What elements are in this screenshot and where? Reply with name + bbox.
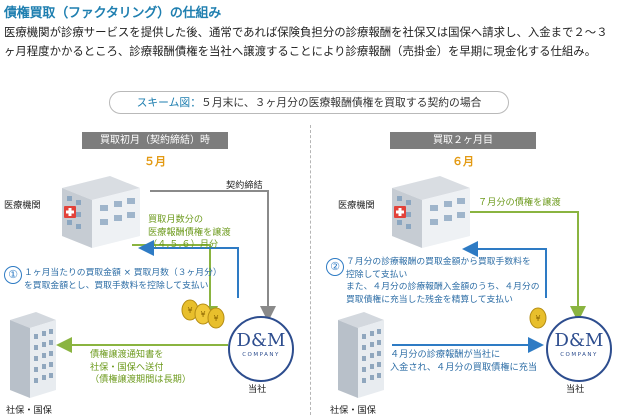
- right-transfer-note: ７月分の債権を譲渡: [478, 197, 561, 208]
- left-hospital-building: [62, 176, 140, 248]
- right-company-label: 当社: [566, 384, 585, 395]
- right-hospital-building: [392, 176, 470, 248]
- right-transfer-arrow: [470, 211, 586, 322]
- left-transfer-note: 買取月数分の 医療報酬債権を譲渡 （４,５,６）月分: [148, 214, 231, 250]
- scheme-text: ５月末に、３ヶ月分の医療報酬債権を買取する契約の場合: [201, 96, 482, 109]
- scheme-label: スキーム図：: [136, 96, 202, 109]
- svg-text:¥: ¥: [200, 310, 205, 319]
- svg-text:¥: ¥: [187, 306, 192, 315]
- page-title: 債権買取（ファクタリング）の仕組み: [4, 6, 222, 21]
- left-contract-arrow: [150, 190, 276, 322]
- right-hospital-label: 医療機関: [338, 200, 375, 211]
- svg-text:¥: ¥: [535, 314, 540, 323]
- left-step-number: ①: [4, 266, 22, 284]
- description: 医療機関が診療サービスを提供した後、通常であれば保険負担分の診療報酬を社保又は国…: [4, 25, 608, 58]
- left-step-note: １ヶ月当たりの買取金額 × 買取月数（３ヶ月分） を買取金額とし、買取手数料を控…: [24, 268, 222, 291]
- phase-divider: [310, 125, 311, 415]
- right-payment-arrow: [462, 241, 547, 298]
- right-step-number: ②: [326, 258, 344, 276]
- logo-mark: D&M: [236, 330, 286, 351]
- left-notice-note: 債権譲渡通知書を 社保・国保へ送付 （債権譲渡期間は長期）: [90, 349, 192, 385]
- left-payment-arrow: [138, 240, 239, 298]
- svg-text:¥: ¥: [213, 314, 218, 323]
- left-contract-label: 契約締結: [226, 180, 263, 191]
- left-insurer-building: [10, 312, 56, 398]
- right-insurer-building: [338, 312, 384, 398]
- left-month: ５月: [144, 155, 166, 168]
- left-insurer-label: 社保・国保: [6, 405, 52, 416]
- right-insurer-label: 社保・国保: [330, 405, 376, 416]
- right-company-logo: D&M COMPANY: [546, 316, 612, 382]
- logo-sub: COMPANY: [560, 352, 598, 358]
- left-phase-title: 買取初月（契約締結）時: [82, 132, 228, 149]
- left-company-label: 当社: [248, 384, 267, 395]
- logo-mark: D&M: [554, 330, 604, 351]
- right-step-note: ７月分の診療報酬の買取金額から買取手数料を 控除して支払い また、４月分の診療報…: [346, 257, 540, 305]
- right-coin-icon: ¥: [529, 307, 547, 329]
- right-month: ６月: [452, 155, 474, 168]
- right-phase-title: 買取２ヶ月目: [390, 132, 536, 149]
- logo-sub: COMPANY: [242, 352, 280, 358]
- left-coins-icon: ¥ ¥ ¥: [181, 299, 225, 329]
- scheme-banner: スキーム図：５月末に、３ヶ月分の医療報酬債権を買取する契約の場合: [109, 91, 509, 114]
- left-company-logo: D&M COMPANY: [228, 316, 294, 382]
- left-transfer-arrow: [132, 244, 218, 322]
- right-payment-note: ４月分の診療報酬が当社に 入金され、４月分の買取債権に充当: [390, 349, 538, 373]
- left-hospital-label: 医療機関: [4, 200, 41, 211]
